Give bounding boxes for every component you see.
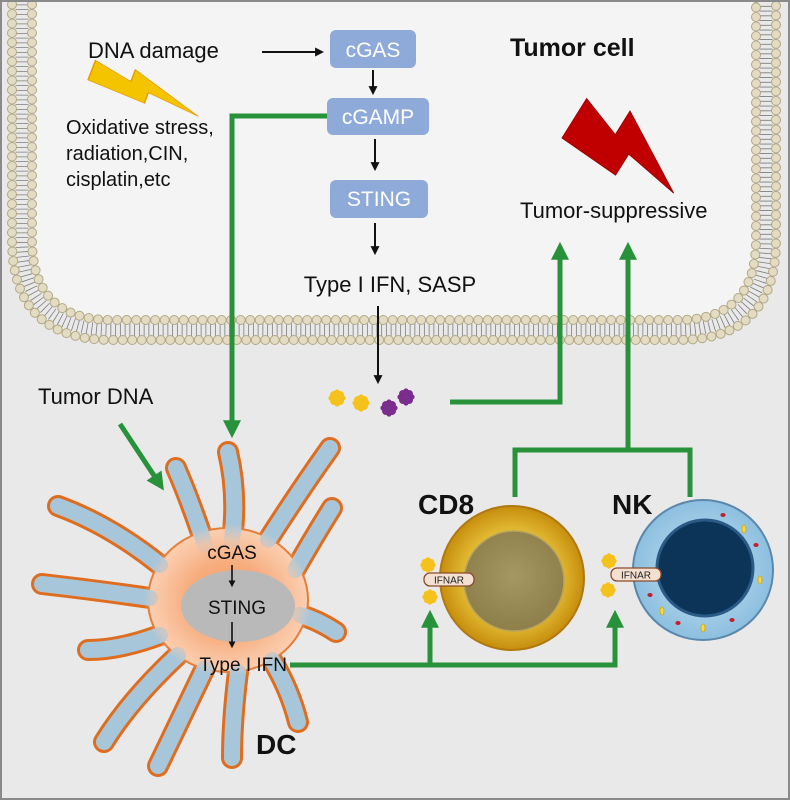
nk-granules (647, 513, 763, 633)
cytokines-to-suppression-arrow (450, 241, 569, 405)
sting-label: STING (347, 188, 411, 211)
dc-ifn-label: Type I IFN (199, 655, 287, 676)
stressor-line-3: cisplatin,etc (66, 169, 171, 191)
stressor-line-1: Oxidative stress, (66, 117, 214, 139)
dc-label: DC (256, 729, 296, 760)
nk-cell: IFNAR (600, 499, 774, 641)
nk-ifnar-receptor (610, 567, 662, 582)
tumor-cell-title: Tumor cell (510, 34, 635, 62)
dc-nucleus (181, 570, 295, 642)
suppression-lightning-bolt-icon (561, 97, 675, 194)
cd8-nucleus (463, 530, 565, 632)
cd8-ifnar-receptor (423, 572, 475, 587)
cgas-label: cGAS (346, 39, 401, 62)
nk-nucleus (655, 518, 755, 618)
cd8-ifnar-label: IFNAR (434, 576, 464, 587)
tumor-dna-to-dc-arrow (117, 422, 164, 491)
immune-cells-bracket (512, 447, 693, 497)
nk-label: NK (612, 489, 652, 520)
dc-ifn-to-nk-arrow (290, 609, 624, 668)
dc-sting-label: STING (208, 598, 266, 619)
ifn-sasp-label: Type I IFN, SASP (304, 272, 476, 297)
lipid-bilayer-membrane (7, 0, 781, 345)
cd8-t-cell: IFNAR (420, 505, 585, 651)
nk-ifnar-label: IFNAR (621, 571, 651, 582)
damage-lightning-bolt-icon (87, 59, 199, 117)
stressor-line-2: radiation,CIN, (66, 143, 188, 165)
tumor-dna-label: Tumor DNA (38, 384, 154, 409)
cgas-box (330, 30, 416, 68)
tumor-suppressive-label: Tumor-suppressive (520, 198, 707, 223)
cd8-label: CD8 (418, 489, 474, 520)
activation-arrows (117, 113, 693, 668)
tumor-cell-interior (32, 0, 756, 320)
dna-damage-label: DNA damage (88, 38, 219, 63)
cgamp-box (327, 98, 429, 135)
cgamp-to-dc-arrow (223, 113, 327, 439)
sting-box (330, 180, 428, 218)
dc-cgas-label: cGAS (207, 543, 257, 564)
cgamp-label: cGAMP (342, 106, 414, 129)
dendritic-cell: cGAS STING Type I IFN (31, 437, 347, 777)
